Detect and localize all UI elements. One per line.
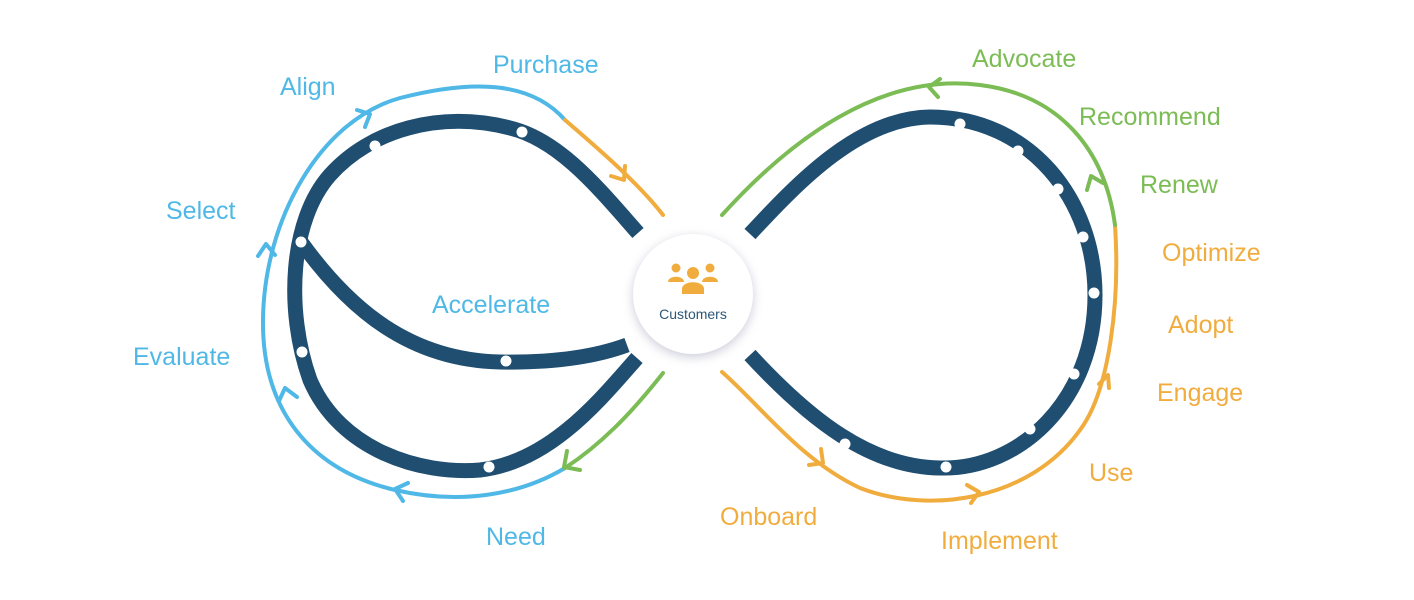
- milestone-dot: [369, 140, 381, 152]
- track-right-loop: [744, 109, 1103, 476]
- left-outer-arc-green: [563, 371, 665, 470]
- stage-label-use: Use: [1089, 459, 1134, 487]
- milestone-dot: [500, 355, 512, 367]
- arrow-icon-advocate: [927, 77, 942, 99]
- people-group-icon: [668, 263, 718, 294]
- milestone-dot: [516, 126, 528, 138]
- stage-label-align: Align: [280, 73, 336, 101]
- stage-label-implement: Implement: [941, 527, 1058, 555]
- track-accelerate: [294, 237, 630, 370]
- milestone-dot: [1077, 231, 1089, 243]
- left-outer-arc-orange: [563, 118, 665, 217]
- left-outer-arc-blue: [260, 84, 567, 499]
- stage-label-adopt: Adopt: [1168, 311, 1234, 339]
- arrow-icon-engage: [1097, 373, 1111, 390]
- arrow-icon-evaluate: [277, 386, 299, 403]
- stage-label-renew: Renew: [1140, 171, 1218, 199]
- stage-label-need: Need: [486, 523, 546, 551]
- arrow-icon-green-left: [562, 449, 582, 472]
- milestone-dot: [1052, 183, 1064, 195]
- milestone-dots: [295, 118, 1100, 473]
- arrow-icon-implement: [965, 483, 981, 505]
- milestone-dot: [1068, 368, 1080, 380]
- milestone-dot: [483, 461, 495, 473]
- arrow-icon-renew: [1085, 174, 1105, 192]
- milestone-dot: [296, 346, 308, 358]
- customers-hub: Customers: [633, 234, 753, 354]
- milestone-dot: [940, 461, 952, 473]
- stage-label-accelerate: Accelerate: [432, 291, 551, 319]
- right-outer-arc-green: [720, 81, 1117, 227]
- arrow-icon-align: [355, 108, 372, 129]
- stage-label-purchase: Purchase: [493, 51, 599, 79]
- stage-label-optimize: Optimize: [1162, 239, 1261, 267]
- stage-label-recommend: Recommend: [1079, 103, 1221, 131]
- stage-label-select: Select: [166, 197, 236, 225]
- hub-label: Customers: [659, 306, 727, 322]
- milestone-dot: [295, 236, 307, 248]
- stage-label-evaluate: Evaluate: [133, 343, 231, 371]
- arrow-icon-onboard: [807, 447, 825, 467]
- stage-label-engage: Engage: [1157, 379, 1244, 407]
- milestone-dot: [1012, 145, 1024, 157]
- arrow-icon-need: [393, 481, 410, 503]
- arrow-icon-select: [256, 242, 277, 258]
- milestone-dot: [1088, 287, 1100, 299]
- milestone-dot: [839, 438, 851, 450]
- milestone-dot: [954, 118, 966, 130]
- stage-label-onboard: Onboard: [720, 503, 818, 531]
- right-outer-arc-orange: [720, 223, 1119, 503]
- arrow-icon-purchase: [609, 164, 627, 182]
- milestone-dot: [1024, 423, 1036, 435]
- stage-label-advocate: Advocate: [972, 45, 1077, 73]
